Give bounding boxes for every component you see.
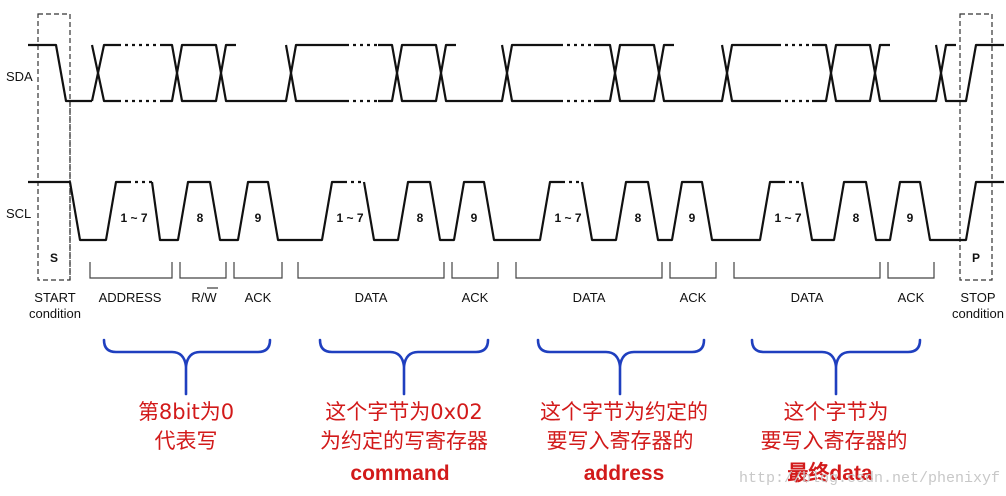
brace-2 bbox=[318, 338, 490, 368]
start-condition-box bbox=[37, 13, 71, 281]
data-field-label: DATA bbox=[355, 290, 388, 305]
rw-field-label: R/W bbox=[191, 290, 217, 305]
annotation-2-line-2: 为约定的写寄存器 bbox=[320, 429, 488, 453]
field-brackets bbox=[89, 262, 935, 279]
scl-label: SCL bbox=[6, 206, 31, 221]
bit-label: 9 bbox=[471, 211, 478, 225]
bit-label: 1 ~ 7 bbox=[554, 211, 581, 225]
annotation-3-line-2: 要写入寄存器的 bbox=[547, 429, 694, 453]
bit-label: 8 bbox=[853, 211, 860, 225]
bit-label: 8 bbox=[417, 211, 424, 225]
blue-braces bbox=[102, 338, 922, 396]
brace-4 bbox=[750, 338, 922, 368]
annotation-4-bold-prefix: 最终 bbox=[787, 461, 830, 485]
annotations: 第8bit为0 代表写 这个字节为0x02 为约定的写寄存器 command 这… bbox=[138, 400, 908, 485]
address-field-label: ADDRESS bbox=[99, 290, 162, 305]
stop-condition-label: condition bbox=[952, 306, 1004, 321]
annotation-1-line-2: 代表写 bbox=[155, 429, 218, 453]
sda-waveform bbox=[28, 43, 1004, 103]
annotation-4-bold-word: data bbox=[829, 462, 873, 485]
annotation-3-line-1: 这个字节为约定的 bbox=[540, 400, 708, 424]
bit-label: 1 ~ 7 bbox=[120, 211, 147, 225]
data-field-label: DATA bbox=[791, 290, 824, 305]
bit-label: 8 bbox=[197, 211, 204, 225]
watermark-text: http://blog.csdn.net/phenixyf bbox=[739, 470, 1000, 487]
stop-condition-box bbox=[959, 13, 993, 281]
ack-field-label: ACK bbox=[462, 290, 489, 305]
sda-label: SDA bbox=[6, 69, 33, 84]
annotation-1-line-1: 第8bit为0 bbox=[138, 400, 234, 424]
scl-waveform bbox=[28, 180, 1004, 242]
start-condition-label: condition bbox=[29, 306, 81, 321]
annotation-2-line-1: 这个字节为0x02 bbox=[325, 400, 483, 424]
bit-label: 9 bbox=[255, 211, 262, 225]
stop-label: STOP bbox=[960, 290, 995, 305]
ack-field-label: ACK bbox=[245, 290, 272, 305]
brace-3 bbox=[536, 338, 706, 368]
scl-bit-labels: 1 ~ 7 8 9 1 ~ 7 8 9 1 ~ 7 8 9 1 ~ 7 8 9 … bbox=[50, 211, 980, 265]
data-field-label: DATA bbox=[573, 290, 606, 305]
bit-label: 8 bbox=[635, 211, 642, 225]
annotation-4-line-1: 这个字节为 bbox=[784, 400, 889, 424]
start-marker: S bbox=[50, 251, 58, 265]
annotation-4-keyword: 最终data bbox=[787, 461, 873, 485]
start-label: START bbox=[34, 290, 75, 305]
bit-label: 9 bbox=[689, 211, 696, 225]
brace-1 bbox=[102, 338, 272, 368]
annotation-2-keyword: command bbox=[350, 462, 449, 485]
bit-label: 1 ~ 7 bbox=[774, 211, 801, 225]
ack-field-label: ACK bbox=[898, 290, 925, 305]
annotation-4-line-2: 要写入寄存器的 bbox=[761, 429, 908, 453]
ack-field-label: ACK bbox=[680, 290, 707, 305]
field-labels: START condition ADDRESS R/W ACK DATA ACK… bbox=[29, 287, 1004, 321]
bit-label: 1 ~ 7 bbox=[336, 211, 363, 225]
bit-label: 9 bbox=[907, 211, 914, 225]
stop-marker: P bbox=[972, 251, 980, 265]
annotation-3-keyword: address bbox=[584, 462, 665, 485]
